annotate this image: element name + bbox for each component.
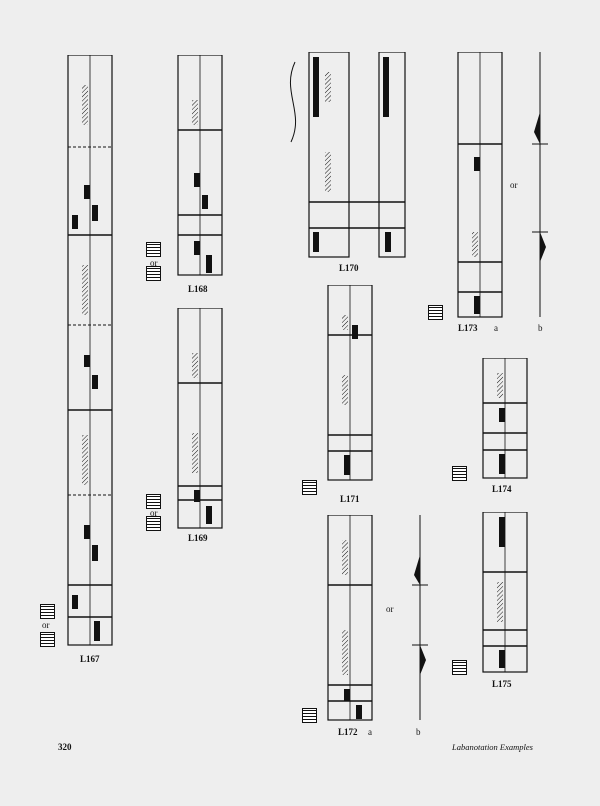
label-l173: L173 xyxy=(458,323,478,333)
running-title: Labanotation Examples xyxy=(452,742,533,752)
or-l167: or xyxy=(42,620,50,630)
key-sign-icon xyxy=(428,305,443,320)
staff-l167-drawing xyxy=(67,55,113,646)
page-number: 320 xyxy=(58,742,72,752)
staff-l174 xyxy=(475,358,535,483)
staff-l170-drawing xyxy=(290,52,406,258)
key-sign-icon xyxy=(452,660,467,675)
key-sign-icon xyxy=(146,494,161,509)
label-l170: L170 xyxy=(339,263,359,273)
staff-l174-drawing xyxy=(482,358,528,479)
label-l169: L169 xyxy=(188,533,208,543)
key-sign-icon xyxy=(146,242,161,257)
key-sign-icon xyxy=(302,708,317,723)
label-l167: L167 xyxy=(80,654,100,664)
staff-l172-b xyxy=(400,515,440,725)
staff-l175 xyxy=(475,512,535,677)
staff-l172-drawing xyxy=(327,515,373,721)
staff-l173-b xyxy=(520,52,560,322)
staff-l167 xyxy=(60,55,120,655)
key-sign-alt-icon xyxy=(146,266,161,281)
staff-l175-drawing xyxy=(482,512,528,673)
staff-l173 xyxy=(450,52,510,322)
staff-l171-drawing xyxy=(327,285,373,481)
key-sign-alt-icon xyxy=(40,632,55,647)
or-l168: or xyxy=(150,258,158,268)
label-l172: L172 xyxy=(338,727,358,737)
sub-l173-b: b xyxy=(538,323,543,333)
label-l171: L171 xyxy=(340,494,360,504)
key-sign-alt-icon xyxy=(146,516,161,531)
staff-l173-b-drawing xyxy=(532,52,548,317)
or-l169: or xyxy=(150,508,158,518)
or-l173: or xyxy=(510,180,518,190)
key-sign-icon xyxy=(302,480,317,495)
label-l174: L174 xyxy=(492,484,512,494)
key-sign-icon xyxy=(40,604,55,619)
staff-l168 xyxy=(170,55,230,280)
staff-l172-b-drawing xyxy=(412,515,428,720)
staff-l171 xyxy=(320,285,380,485)
key-sign-icon xyxy=(452,466,467,481)
staff-l169 xyxy=(170,308,230,533)
or-l172: or xyxy=(386,604,394,614)
staff-l169-drawing xyxy=(177,308,223,529)
label-l175: L175 xyxy=(492,679,512,689)
sub-l172-a: a xyxy=(368,727,372,737)
label-l168: L168 xyxy=(188,284,208,294)
staff-l168-drawing xyxy=(177,55,223,276)
staff-l170 xyxy=(285,52,415,262)
staff-l173-drawing xyxy=(457,52,503,318)
staff-l172 xyxy=(320,515,380,725)
sub-l173-a: a xyxy=(494,323,498,333)
sub-l172-b: b xyxy=(416,727,421,737)
